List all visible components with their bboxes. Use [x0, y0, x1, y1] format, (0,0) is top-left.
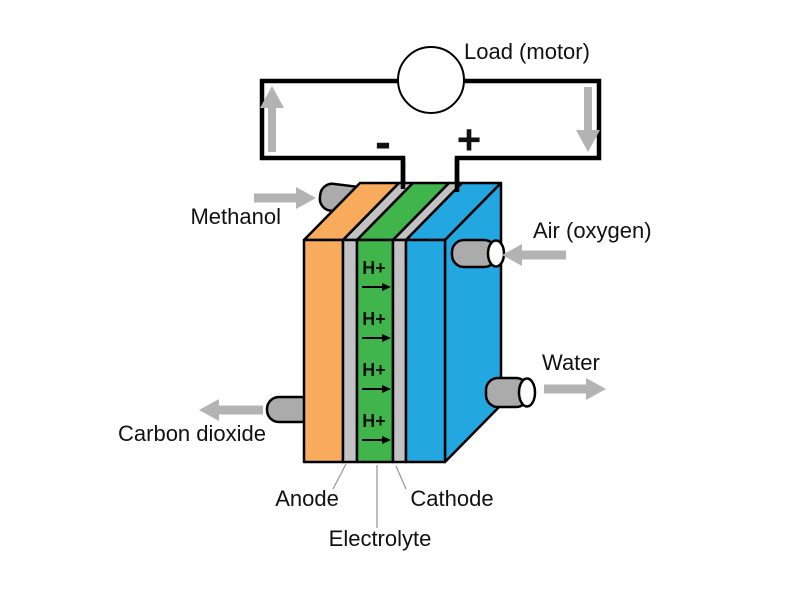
anode-electrode-front-face [341, 238, 359, 464]
proton-group-4: H+ [362, 411, 391, 444]
terminal-wires [400, 158, 460, 192]
proton-arrow-head-icon [382, 436, 391, 444]
proton-arrow-head-icon [382, 385, 391, 393]
anode-label: Anode [275, 486, 339, 511]
proton-label: H+ [362, 258, 386, 278]
fuel-cell-stack [302, 181, 503, 464]
water-outlet-pipe-opening [517, 377, 537, 408]
anode-plate-front-face [302, 238, 345, 464]
inlet-outlet-pipes-front [450, 238, 537, 409]
proton-group-3: H+ [362, 360, 391, 393]
electrolyte-label: Electrolyte [329, 526, 432, 551]
methanol-flow-arrow-icon [254, 187, 316, 209]
air-inlet-pipe-opening [486, 239, 506, 268]
air-flow-arrow-icon [502, 244, 566, 266]
current-down-arrow-icon [576, 87, 600, 152]
proton-group-2: H+ [362, 309, 391, 342]
cathode-electrode-front-face [391, 238, 408, 464]
proton-label: H+ [362, 309, 386, 329]
flow-annotations: Methanol Air (oxygen) Water Carbon dioxi… [118, 187, 652, 446]
negative-terminal-sign: - [375, 116, 391, 169]
current-up-arrow-icon [260, 86, 284, 152]
load-label: Load (motor) [464, 39, 590, 64]
proton-group-1: H+ [362, 258, 391, 291]
proton-transport: H+ H+ H+ H+ [362, 258, 391, 444]
proton-arrow-head-icon [382, 283, 391, 291]
methanol-label: Methanol [190, 204, 281, 229]
circuit: Load (motor) - + [259, 39, 602, 191]
layer-callouts: Anode Cathode Electrolyte [275, 463, 494, 551]
anode-leader-line [332, 463, 347, 490]
cathode-label: Cathode [410, 486, 493, 511]
cathode-leader-line [395, 465, 407, 490]
air-label: Air (oxygen) [533, 218, 652, 243]
water-flow-arrow-icon [544, 378, 606, 400]
proton-arrow-head-icon [382, 334, 391, 342]
water-label: Water [542, 350, 600, 375]
electrolyte-front-face [355, 238, 395, 464]
positive-terminal-sign: + [457, 116, 482, 163]
proton-label: H+ [362, 411, 386, 431]
carbon-dioxide-label: Carbon dioxide [118, 421, 266, 446]
carbon-dioxide-flow-arrow-icon [199, 399, 263, 421]
cathode-plate-front-face [404, 238, 447, 464]
load-motor-circle [397, 46, 465, 114]
proton-label: H+ [362, 360, 386, 380]
